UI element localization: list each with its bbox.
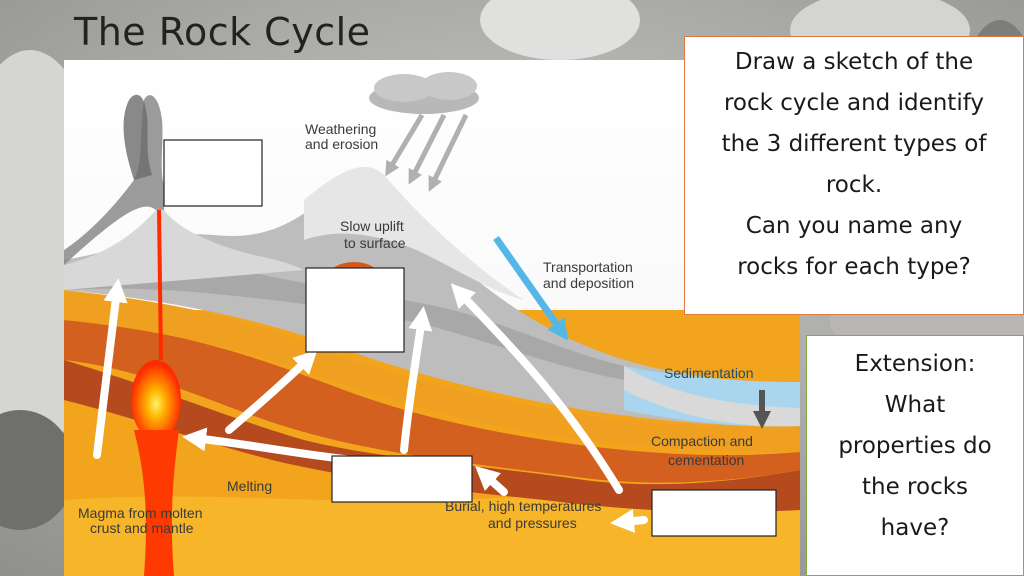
compaction-label-line1: Compaction and	[651, 433, 753, 449]
burial-label-line2: and pressures	[488, 515, 577, 531]
magma-label-line1: Magma from molten	[78, 505, 202, 521]
sedimentation-label: Sedimentation	[664, 365, 754, 381]
volcano-smoke	[64, 95, 164, 266]
cloud-icon	[369, 72, 479, 114]
burial-label-line1: Burial, high temperatures	[445, 498, 601, 514]
mountain-highlight	[304, 166, 524, 300]
extension-line: the rocks	[861, 474, 969, 500]
weathering-label-line2: and erosion	[305, 136, 378, 152]
red-layer-upper	[64, 320, 800, 483]
answer-box-metamorphic[interactable]	[305, 267, 405, 353]
compaction-label-line2: cementation	[668, 452, 744, 468]
slide-title: The Rock Cycle	[74, 10, 371, 54]
grey-strata	[64, 176, 800, 427]
magma-conduit	[157, 210, 163, 360]
task-panel: Draw a sketch of the rock cycle and iden…	[684, 36, 1024, 315]
weathering-label-line1: Weathering	[305, 121, 376, 137]
answer-box-igneous[interactable]	[163, 139, 263, 207]
smoke-plume	[123, 94, 152, 180]
task-line: rocks for each type?	[737, 254, 971, 280]
task-line: the 3 different types of	[721, 131, 987, 157]
uplift-label-line2: to surface	[344, 235, 406, 251]
task-line: rock.	[825, 172, 883, 198]
answer-box-sedimentary[interactable]	[651, 489, 777, 537]
transport-arrow	[493, 235, 569, 341]
rock-cycle-diagram: Weathering and erosion Slow uplift to su…	[64, 60, 800, 576]
transport-label-line1: Transportation	[543, 259, 633, 275]
extension-line: properties do	[838, 433, 992, 459]
task-line: Can you name any	[745, 213, 963, 239]
weathering-arrows	[385, 113, 469, 192]
extension-panel: Extension: What properties do the rocks …	[806, 335, 1024, 576]
transport-label-line2: and deposition	[543, 275, 634, 291]
extension-line: What	[884, 392, 946, 418]
volcano	[64, 210, 304, 290]
extension-line: Extension:	[854, 351, 976, 377]
magma-chamber	[131, 360, 181, 440]
magma-plume	[134, 430, 179, 576]
extension-line: have?	[880, 515, 950, 541]
magma-label-line2: crust and mantle	[90, 520, 194, 536]
melting-label: Melting	[227, 478, 272, 494]
answer-box-burial[interactable]	[331, 455, 473, 503]
uplift-label-line1: Slow uplift	[340, 218, 404, 234]
task-line: rock cycle and identify	[723, 90, 985, 116]
orange-band	[64, 290, 800, 453]
task-line: Draw a sketch of the	[734, 49, 974, 75]
